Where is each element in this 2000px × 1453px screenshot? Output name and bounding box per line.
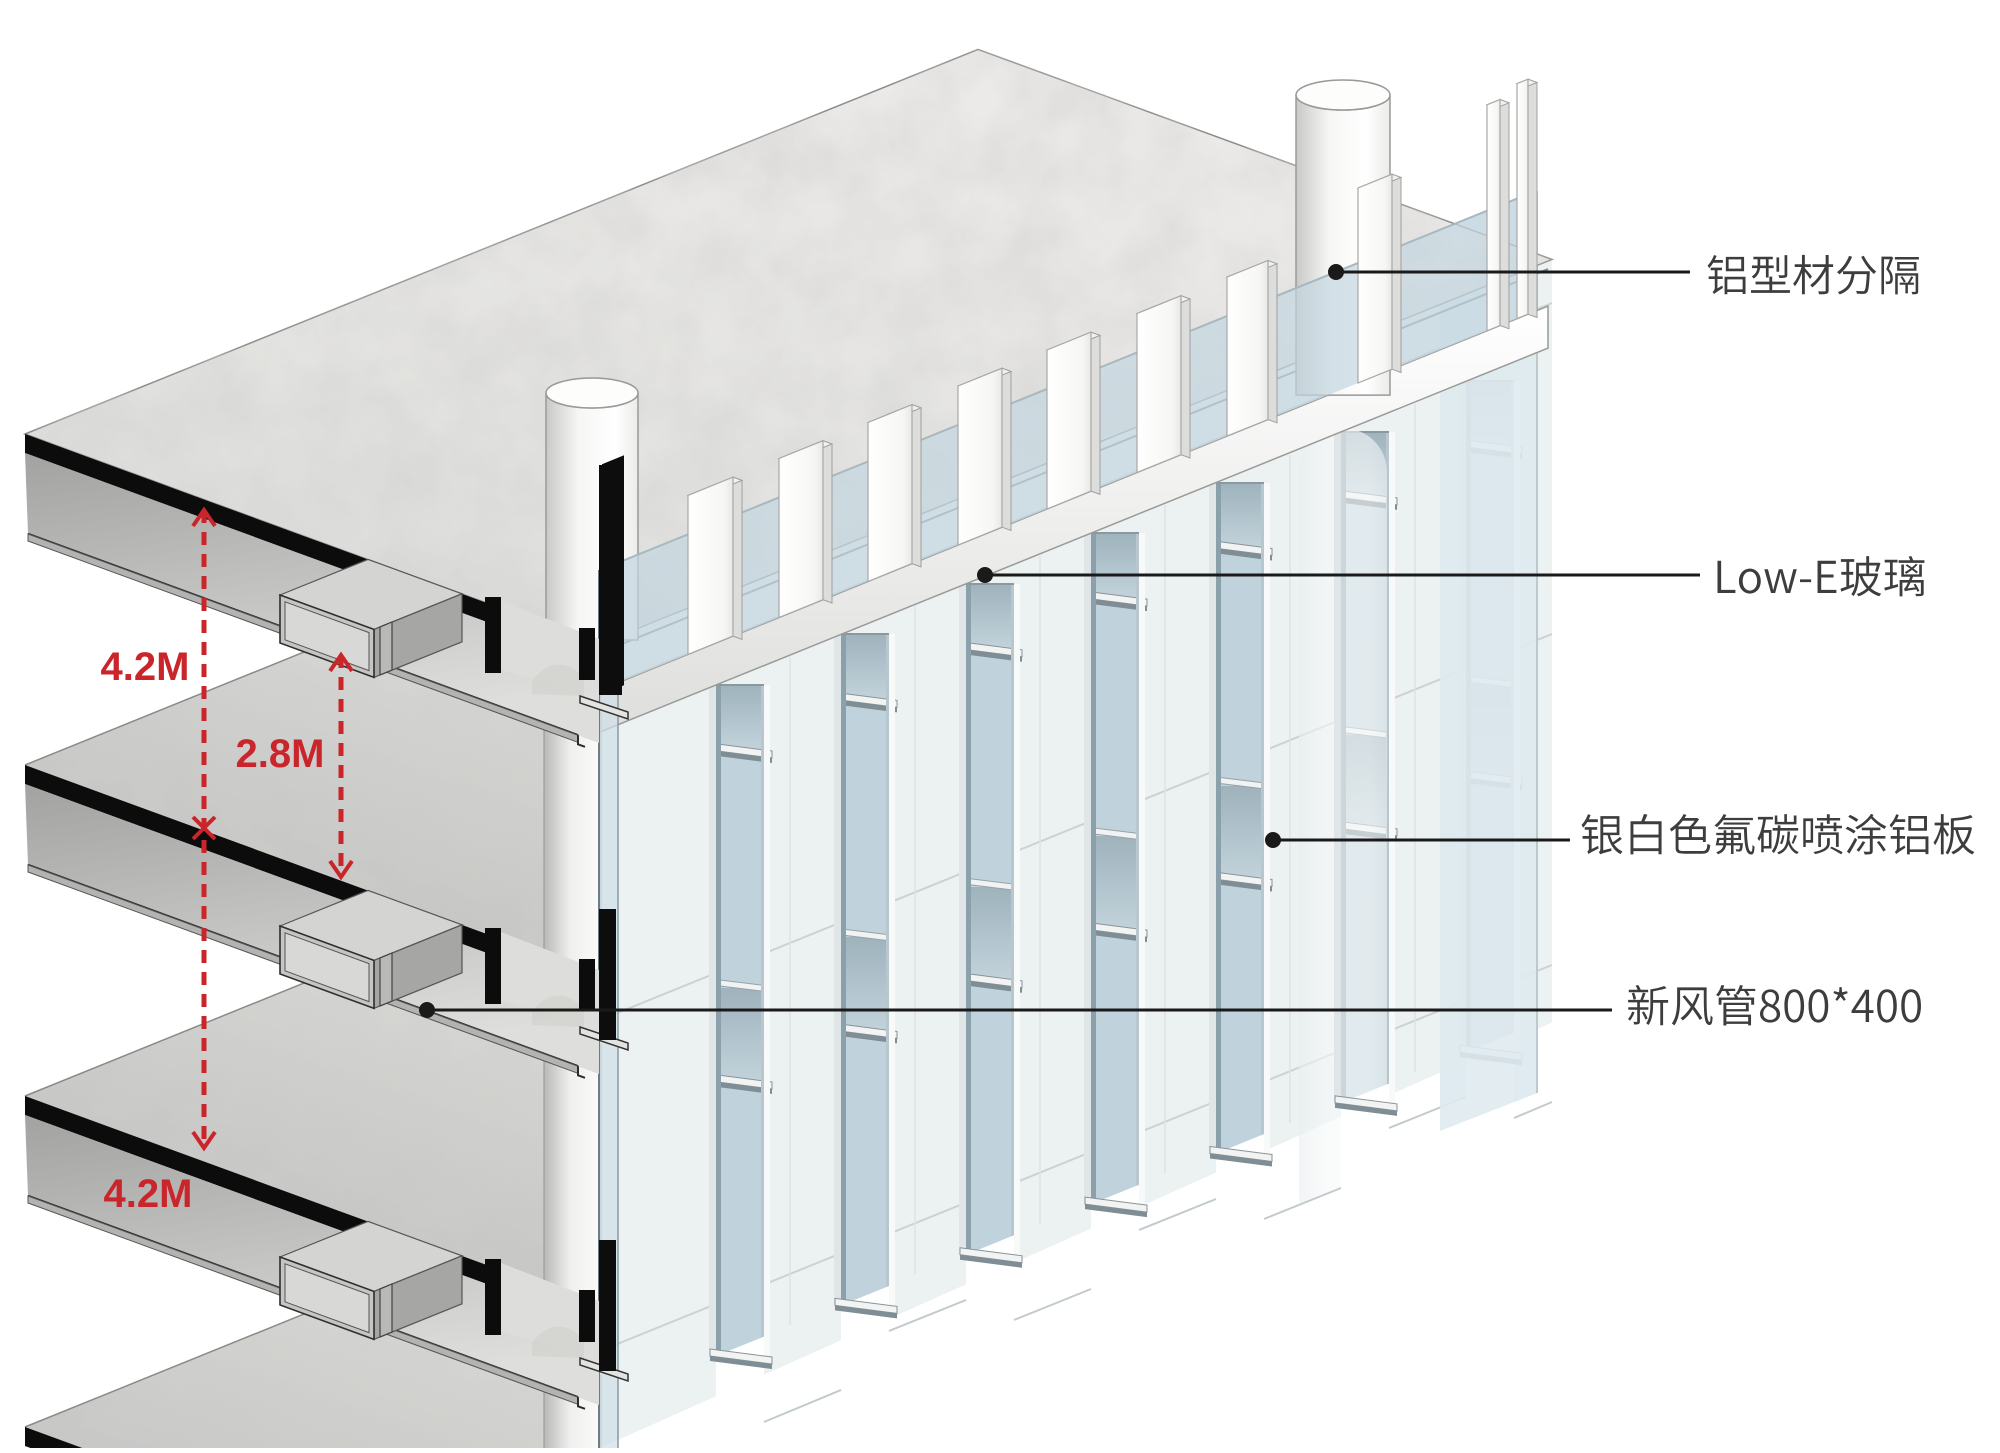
svg-text:4.2M: 4.2M xyxy=(104,1172,193,1216)
svg-text:2.8M: 2.8M xyxy=(236,732,325,776)
svg-text:4.2M: 4.2M xyxy=(101,645,190,689)
